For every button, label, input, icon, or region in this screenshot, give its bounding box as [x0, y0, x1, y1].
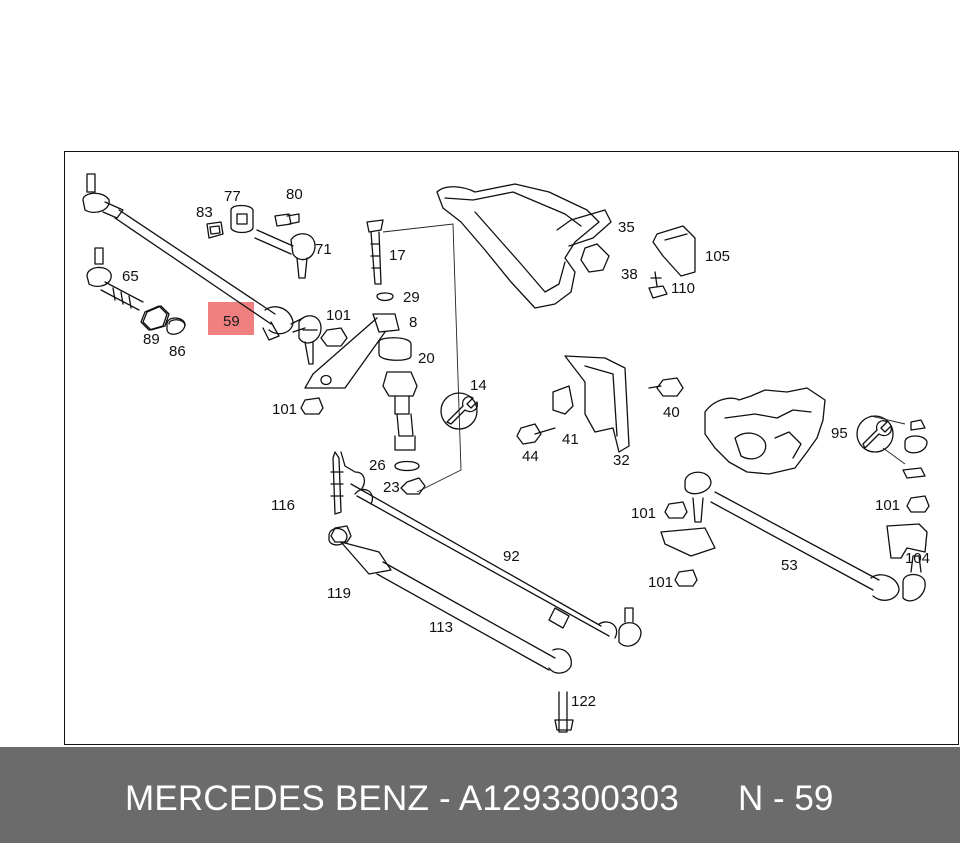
callout-71: 71 [315, 241, 332, 258]
callout-116: 116 [271, 497, 295, 514]
nuts-89-86 [140, 305, 186, 331]
callout-101-e: 101 [875, 497, 900, 514]
part-number-label: MERCEDES BENZ - A1293300303 [125, 779, 680, 818]
callout-104: 104 [905, 550, 930, 567]
callout-83: 83 [196, 204, 213, 221]
callout-92: 92 [503, 548, 520, 565]
callout-8: 8 [409, 314, 417, 331]
bushing-group [206, 204, 316, 279]
splash-shield-35 [436, 183, 612, 309]
callout-44: 44 [522, 448, 539, 465]
footer-bar: MERCEDES BENZ - A1293300303 N - 59 [0, 747, 960, 843]
bracket-32 [516, 355, 684, 453]
callout-29: 29 [403, 289, 420, 306]
callout-41: 41 [562, 431, 579, 448]
diagram-ref-label: N - 59 [738, 779, 834, 818]
callout-122: 122 [571, 693, 596, 710]
callout-65: 65 [122, 268, 139, 285]
callout-105: 105 [705, 248, 730, 265]
callout-32: 32 [613, 452, 630, 469]
bracket-105 [648, 225, 696, 299]
callout-77: 77 [224, 188, 241, 205]
callout-86: 86 [169, 343, 186, 360]
callout-23: 23 [383, 479, 400, 496]
callout-113: 113 [429, 619, 453, 636]
callout-35: 35 [618, 219, 635, 236]
callout-101-b: 101 [272, 401, 297, 418]
callout-101-d: 101 [648, 574, 673, 591]
callout-101-a: 101 [326, 307, 351, 324]
callout-80: 80 [286, 186, 303, 203]
steering-gear [660, 387, 930, 602]
callout-95: 95 [831, 425, 848, 442]
highlight-label-59: 59 [223, 313, 240, 330]
parts-diagram: 65 83 77 80 71 17 29 8 101 20 14 101 26 … [82, 173, 930, 733]
center-link [328, 451, 642, 733]
tie-rod-end-65 [86, 247, 186, 335]
idler-arm-assembly [300, 219, 478, 495]
callout-17: 17 [389, 247, 406, 264]
callout-53: 53 [781, 557, 798, 574]
callout-119: 119 [327, 585, 351, 602]
callout-101-c: 101 [631, 505, 656, 522]
callout-89: 89 [143, 331, 160, 348]
callout-20: 20 [418, 350, 435, 367]
callout-110: 110 [671, 280, 695, 297]
tie-rod-59 [82, 173, 322, 365]
callout-38: 38 [621, 266, 638, 283]
callout-40: 40 [663, 404, 680, 421]
callout-14: 14 [470, 377, 487, 394]
parts-diagram-frame: 65 83 77 80 71 17 29 8 101 20 14 101 26 … [64, 151, 959, 745]
callout-26: 26 [369, 457, 386, 474]
